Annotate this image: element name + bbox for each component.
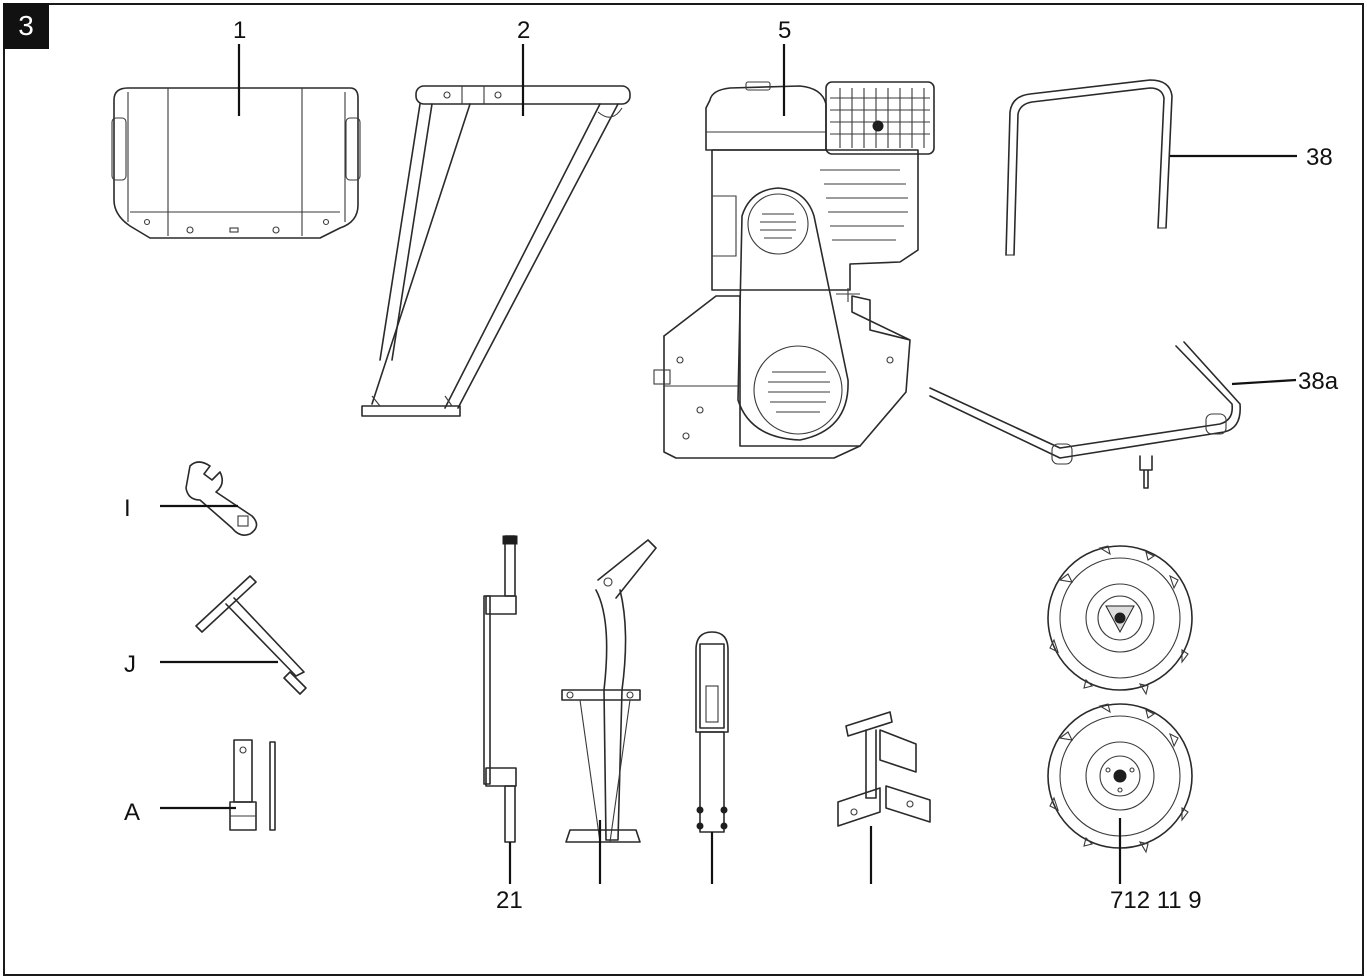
leader-line-38a xyxy=(1231,378,1297,386)
label-A: A xyxy=(124,799,140,826)
hitch-adapter xyxy=(695,631,729,833)
diagram-frame xyxy=(3,3,1364,976)
label-21: 21 xyxy=(496,887,523,914)
label-5: 5 xyxy=(778,17,791,44)
socket-spanner xyxy=(229,739,276,831)
upper-handle-bar xyxy=(1005,79,1173,256)
mounting-bracket xyxy=(837,711,931,827)
wheel-upper xyxy=(1047,545,1193,696)
handle-frame xyxy=(361,85,631,417)
label-I: I xyxy=(124,495,131,522)
engine-assembly xyxy=(653,81,935,459)
coulter-leg xyxy=(561,539,657,843)
lower-handle-bar xyxy=(929,341,1241,489)
support-bracket xyxy=(483,535,518,843)
label-2: 2 xyxy=(517,17,530,44)
label-38: 38 xyxy=(1306,144,1333,171)
label-J: J xyxy=(124,651,136,678)
label-38a: 38a xyxy=(1298,368,1339,395)
open-end-wrench xyxy=(185,461,258,536)
shield-cover xyxy=(111,87,361,239)
t-handle-wrench xyxy=(195,575,307,695)
figure-number-badge: 3 xyxy=(3,3,49,49)
label-1: 1 xyxy=(233,17,246,44)
label-wheels: 712 11 9 xyxy=(1110,887,1202,914)
air-filter-grille xyxy=(830,88,930,148)
